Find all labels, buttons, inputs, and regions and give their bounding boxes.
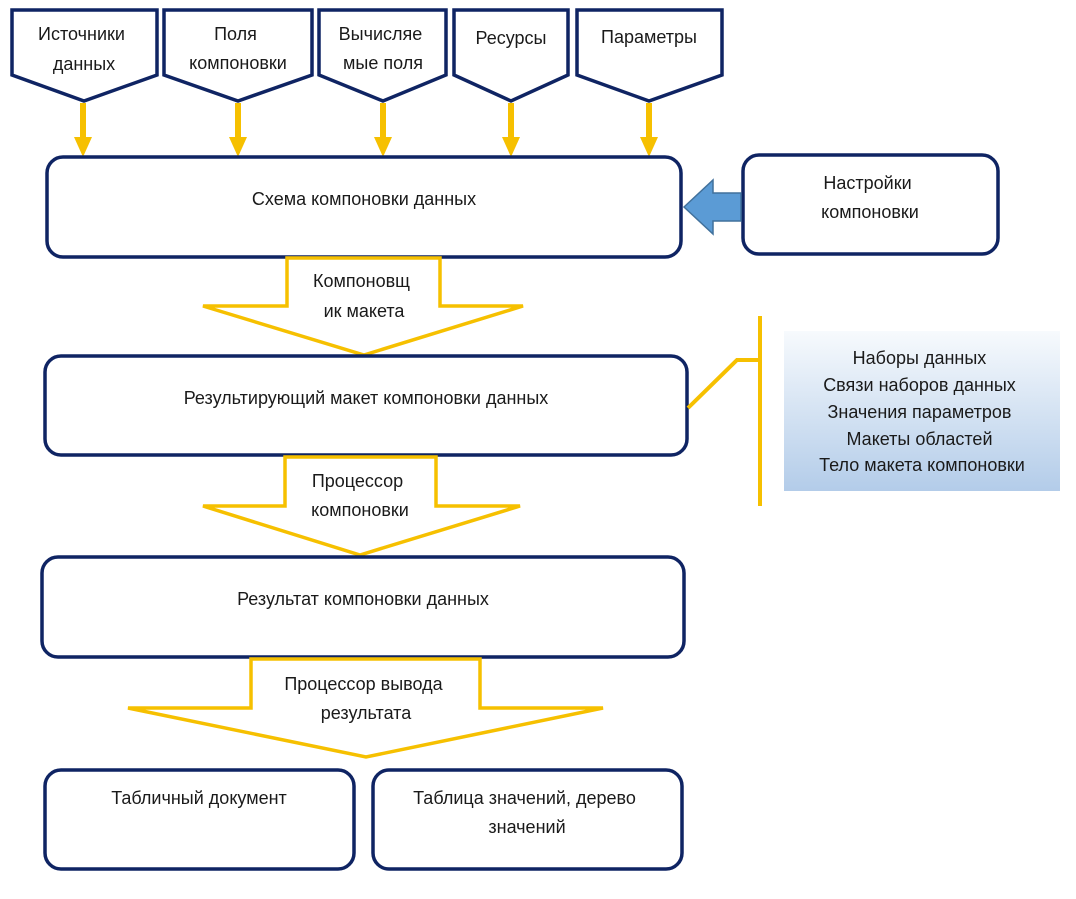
svg-text:Процессор вывода результ: Процессор вывода результата	[284, 674, 447, 723]
processor-line-2: компоновки	[311, 500, 409, 520]
input-resources: Ресурсы	[452, 8, 570, 103]
input-arrows	[74, 103, 658, 157]
down-arrow-icon	[74, 103, 92, 157]
input-parameters-line-1: Параметры	[601, 27, 697, 47]
svg-text:Параметры: Параметры	[601, 27, 697, 47]
template-contents-item: Тело макета компоновки	[819, 455, 1025, 475]
left-arrow-icon	[682, 178, 742, 236]
template-box: Результирующий макет компоновки данных	[43, 354, 689, 457]
down-arrow-icon	[640, 103, 658, 157]
settings-line-2: компоновки	[821, 202, 919, 222]
schema-label: Схема компоновки данных	[252, 189, 476, 209]
template-contents-item: Значения параметров	[828, 402, 1012, 422]
composer-connector: Компоновщ ик макета	[202, 256, 524, 357]
down-arrow-icon	[229, 103, 247, 157]
output-spreadsheet-document: Табличный документ	[43, 768, 356, 871]
output-spreadsheet-line-1: Табличный документ	[111, 788, 287, 808]
result-label: Результат компоновки данных	[237, 589, 489, 609]
composer-line-2: ик макета	[324, 301, 406, 321]
svg-text:Поля компоновки: Поля компоновки	[189, 24, 287, 73]
input-data-sources-line-1: Источники	[38, 24, 125, 44]
svg-text:Процессор компоновки: Процессор компоновки	[311, 471, 409, 520]
template-contents-item: Макеты областей	[846, 429, 992, 449]
svg-text:Компоновщ ик макета: Компоновщ ик макета	[313, 271, 415, 321]
settings-box: Настройки компоновки	[741, 153, 1000, 256]
processor-connector: Процессор компоновки	[202, 455, 521, 557]
input-parameters: Параметры	[575, 8, 724, 103]
output-value-table-line-1: Таблица значений, дерево	[413, 788, 636, 808]
template-label: Результирующий макет компоновки данных	[184, 388, 549, 408]
input-calculated-fields: Вычисляе мые поля	[317, 8, 448, 103]
template-contents-item: Связи наборов данных	[823, 375, 1016, 395]
svg-text:Источники данных: Источники данных	[38, 24, 130, 74]
template-contents-list: Наборы данных Связи наборов данных Значе…	[784, 331, 1060, 491]
svg-text:Наборы данных Связи набо: Наборы данных Связи наборов данных Значе…	[819, 348, 1025, 475]
processor-line-1: Процессор	[312, 471, 403, 491]
output-processor-connector: Процессор вывода результата	[127, 657, 604, 759]
input-layout-fields-line-2: компоновки	[189, 53, 287, 73]
output-value-table-line-2: значений	[488, 817, 565, 837]
svg-text:Таблица значений, дерево: Таблица значений, дерево значений	[413, 788, 641, 837]
svg-text:Ресурсы: Ресурсы	[476, 28, 547, 48]
svg-text:Вычисляе мые поля: Вычисляе мые поля	[339, 24, 428, 73]
template-contents-bracket	[686, 316, 762, 506]
input-layout-fields-line-1: Поля	[214, 24, 257, 44]
template-contents-item: Наборы данных	[853, 348, 987, 368]
input-calculated-fields-line-2: мые поля	[343, 53, 423, 73]
composer-line-1: Компоновщ	[313, 271, 410, 291]
schema-box: Схема компоновки данных	[45, 155, 683, 259]
input-data-sources-line-2: данных	[53, 54, 115, 74]
svg-text:Настройки компоновки: Настройки компоновки	[821, 173, 919, 222]
settings-line-1: Настройки	[823, 173, 911, 193]
input-data-sources: Источники данных	[10, 8, 159, 103]
down-arrow-icon	[374, 103, 392, 157]
input-calculated-fields-line-1: Вычисляе	[339, 24, 423, 44]
result-box: Результат компоновки данных	[40, 555, 686, 659]
output-processor-line-2: результата	[321, 703, 412, 723]
output-value-table: Таблица значений, дерево значений	[371, 768, 684, 871]
input-resources-line-1: Ресурсы	[476, 28, 547, 48]
svg-text:Табличный документ: Табличный документ	[111, 788, 287, 808]
down-arrow-icon	[502, 103, 520, 157]
input-layout-fields: Поля компоновки	[162, 8, 314, 103]
output-processor-line-1: Процессор вывода	[284, 674, 443, 694]
